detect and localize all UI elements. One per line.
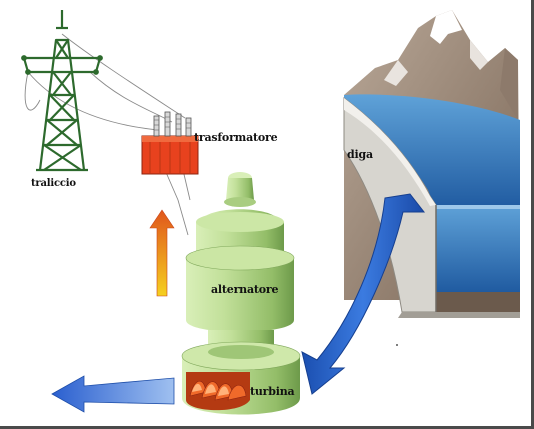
transformer-label: trasformatore <box>194 131 278 144</box>
dam-label: diga <box>347 148 373 161</box>
dot-mark <box>396 344 398 346</box>
pylon-label: traliccio <box>31 178 76 189</box>
energy-up-arrow <box>149 209 175 297</box>
alternator <box>181 172 301 415</box>
reservoir <box>344 94 520 293</box>
transformer <box>141 111 199 175</box>
water-outflow-arrow <box>51 375 175 413</box>
water-flow-arrow <box>301 193 426 395</box>
alternator-label: alternatore <box>211 283 279 296</box>
turbine-label: turbina <box>250 385 295 398</box>
pylon <box>21 10 103 172</box>
